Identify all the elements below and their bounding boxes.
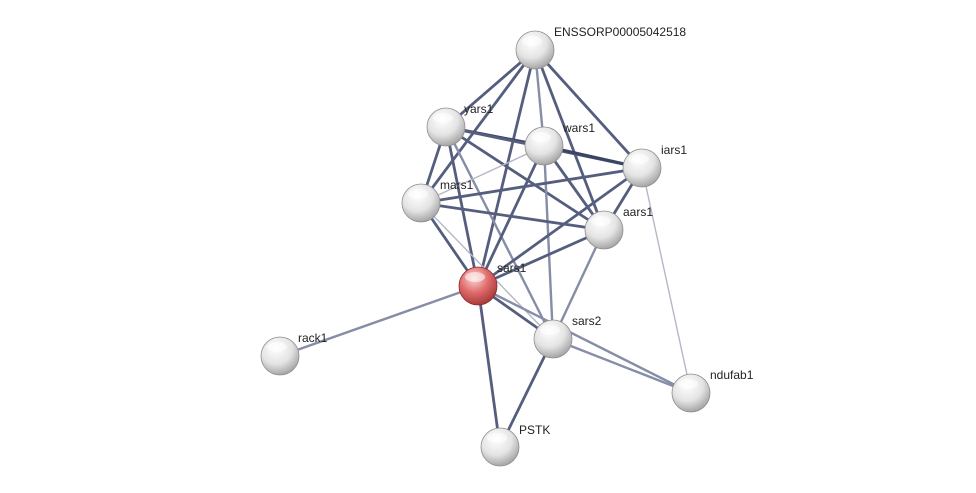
node-label: wars1 bbox=[562, 121, 595, 135]
node-label: iars1 bbox=[661, 143, 687, 157]
node-shine bbox=[487, 433, 507, 443]
node-shine bbox=[465, 272, 485, 282]
node-iars1[interactable]: iars1 bbox=[622, 143, 687, 188]
node-shine bbox=[522, 36, 542, 46]
edge-mars1-aars1 bbox=[419, 201, 606, 232]
node-shine bbox=[433, 113, 453, 123]
node-aars1[interactable]: aars1 bbox=[584, 205, 653, 250]
node-shine bbox=[678, 379, 698, 389]
edge-wars1-mars1 bbox=[420, 145, 545, 204]
node-layer: ENSSORP00005042518 yars1 wars1 iars1 mars1 aa… bbox=[260, 25, 754, 467]
edge-yars1-sars1 bbox=[444, 125, 480, 288]
edge-sars2-ndufab1 bbox=[551, 337, 693, 395]
edge-sars1-ndufab1 bbox=[476, 284, 693, 395]
edge-yars1-sars2 bbox=[444, 125, 555, 341]
node-label: mars1 bbox=[440, 178, 474, 192]
node-ndufab1[interactable]: ndufab1 bbox=[671, 368, 754, 413]
edge-iars1-ndufab1 bbox=[641, 167, 692, 394]
node-label: sars1 bbox=[497, 261, 527, 275]
edge-wars1-sars2 bbox=[542, 144, 555, 341]
node-shine bbox=[540, 325, 560, 335]
node-label: aars1 bbox=[623, 205, 653, 219]
edge-ENSSORP00005042518-mars1 bbox=[419, 48, 537, 205]
edge-sars2-PSTK bbox=[498, 337, 555, 449]
node-rack1[interactable]: rack1 bbox=[260, 331, 328, 376]
node-label: rack1 bbox=[298, 331, 328, 345]
edge-sars1-rack1 bbox=[278, 284, 480, 358]
node-label: ENSSORP00005042518 bbox=[554, 25, 686, 39]
node-sars2[interactable]: sars2 bbox=[533, 314, 602, 359]
edge-iars1-sars1 bbox=[476, 166, 644, 288]
node-ENSSORP00005042518[interactable]: ENSSORP00005042518 bbox=[515, 25, 686, 70]
edge-iars1-mars1 bbox=[419, 166, 644, 205]
node-label: ndufab1 bbox=[710, 368, 754, 382]
edge-ENSSORP00005042518-iars1 bbox=[533, 48, 644, 170]
node-shine bbox=[629, 154, 649, 164]
node-shine bbox=[267, 342, 287, 352]
node-sars1[interactable]: sars1 bbox=[458, 261, 527, 306]
node-label: sars2 bbox=[572, 314, 602, 328]
node-mars1[interactable]: mars1 bbox=[401, 178, 474, 223]
edge-ENSSORP00005042518-yars1 bbox=[444, 48, 537, 129]
node-label: yars1 bbox=[464, 102, 494, 116]
edge-aars1-sars1 bbox=[476, 228, 606, 288]
node-shine bbox=[531, 132, 551, 142]
node-shine bbox=[408, 189, 428, 199]
node-shine bbox=[591, 216, 611, 226]
edge-aars1-sars2 bbox=[551, 228, 606, 341]
node-yars1[interactable]: yars1 bbox=[426, 102, 494, 147]
edge-ENSSORP00005042518-aars1 bbox=[533, 48, 606, 232]
node-PSTK[interactable]: PSTK bbox=[480, 423, 550, 467]
edge-sars1-PSTK bbox=[476, 284, 502, 449]
node-label: PSTK bbox=[519, 423, 550, 437]
node-wars1[interactable]: wars1 bbox=[524, 121, 595, 166]
